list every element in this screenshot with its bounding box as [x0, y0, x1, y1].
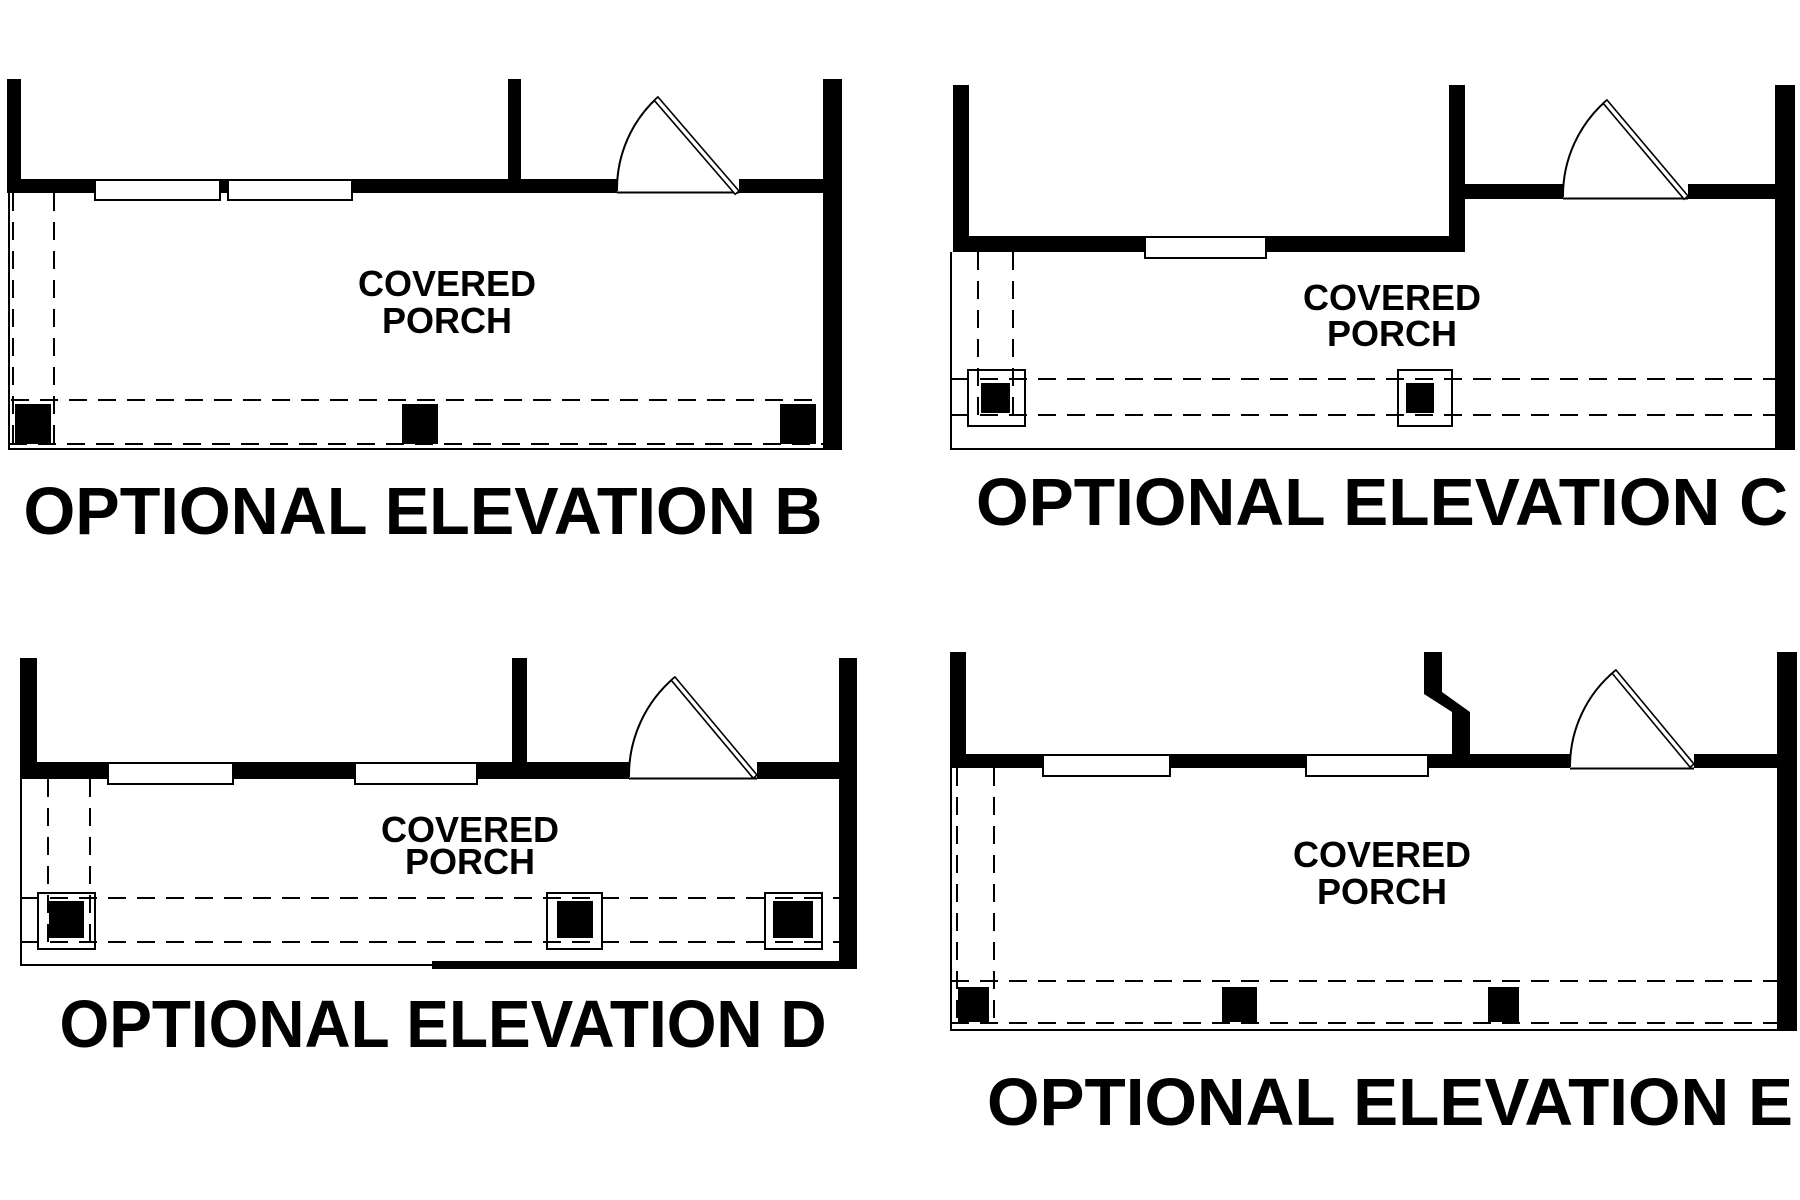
- porch-label-line1: COVERED: [1293, 834, 1471, 875]
- porch-label-line2: PORCH: [1327, 313, 1457, 354]
- panel-title: OPTIONAL ELEVATION D: [60, 987, 827, 1062]
- door-leaf: [653, 95, 741, 196]
- porch-post: [1406, 383, 1434, 413]
- door-swing-arc: [1568, 669, 1617, 768]
- door-swing-icon: [627, 675, 759, 780]
- wall-left-stub: [953, 85, 969, 252]
- door-swing-arc: [627, 676, 676, 778]
- wall-middle-stub: [508, 79, 521, 193]
- wall-right: [1777, 652, 1797, 1030]
- porch-post: [1488, 987, 1519, 1022]
- porch-label-line1: COVERED: [358, 263, 536, 304]
- porch-label-line2: PORCH: [405, 841, 535, 882]
- wall-middle-stub: [1449, 85, 1465, 252]
- porch-label-line1: COVERED: [381, 809, 559, 850]
- wall-left-stub: [7, 79, 21, 193]
- window: [1305, 754, 1429, 777]
- wall-main-right-segment: [757, 762, 857, 779]
- wall-right: [1775, 85, 1795, 449]
- window: [354, 762, 478, 785]
- elevation-c-plan: COVERED PORCH OPTIONAL ELEVATION C: [950, 85, 1795, 540]
- panel-title: OPTIONAL ELEVATION B: [24, 474, 823, 549]
- door-swing-icon: [615, 95, 741, 196]
- porch-post: [1222, 987, 1257, 1022]
- panel-title: OPTIONAL ELEVATION C: [976, 465, 1788, 540]
- porch-label-line2: PORCH: [382, 300, 512, 341]
- wall-right: [839, 658, 857, 968]
- porch-post: [958, 987, 989, 1022]
- elevation-b-plan: COVERED PORCH OPTIONAL ELEVATION B: [7, 79, 842, 549]
- panel-title: OPTIONAL ELEVATION E: [987, 1065, 1793, 1140]
- wall-jog-stub: [1424, 652, 1470, 754]
- window: [1144, 236, 1267, 259]
- door-leaf: [670, 675, 759, 780]
- elevation-d-plan: COVERED PORCH OPTIONAL ELEVATION D: [20, 658, 857, 1062]
- wall-main-upper-segment: [1465, 184, 1563, 199]
- porch-post: [773, 901, 813, 938]
- porch-outline: [950, 768, 1797, 1031]
- wall-right: [823, 79, 842, 449]
- wall-left-stub: [950, 652, 966, 754]
- wall-left-stub: [20, 658, 37, 779]
- porch-post: [780, 404, 816, 444]
- porch-post: [557, 901, 593, 938]
- door-swing-icon: [1568, 668, 1696, 770]
- elevation-e-plan: COVERED PORCH OPTIONAL ELEVATION E: [950, 652, 1797, 1140]
- window: [227, 179, 353, 201]
- wall-middle-stub: [512, 658, 527, 779]
- porch-post: [981, 383, 1010, 413]
- porch-slab-edge-thick: [432, 961, 857, 969]
- window: [1042, 754, 1171, 777]
- porch-outline: [950, 252, 1795, 450]
- window: [94, 179, 221, 201]
- porch-post: [402, 404, 438, 444]
- porch-label-line2: PORCH: [1317, 871, 1447, 912]
- porch-outline: [20, 779, 432, 966]
- window: [107, 762, 234, 785]
- door-swing-icon: [1561, 98, 1690, 201]
- door-leaf: [1601, 98, 1690, 201]
- porch-label-line1: COVERED: [1303, 277, 1481, 318]
- wall-main-right-segment: [1694, 754, 1797, 768]
- door-leaf: [1610, 668, 1696, 769]
- wall-main-upper-segment: [1688, 184, 1795, 199]
- porch-post: [15, 404, 51, 444]
- porch-post: [49, 901, 84, 938]
- door-swing-arc: [1561, 99, 1608, 198]
- door-swing-arc: [615, 96, 659, 192]
- porch-outline: [8, 193, 842, 450]
- wall-main-right-segment: [739, 179, 842, 193]
